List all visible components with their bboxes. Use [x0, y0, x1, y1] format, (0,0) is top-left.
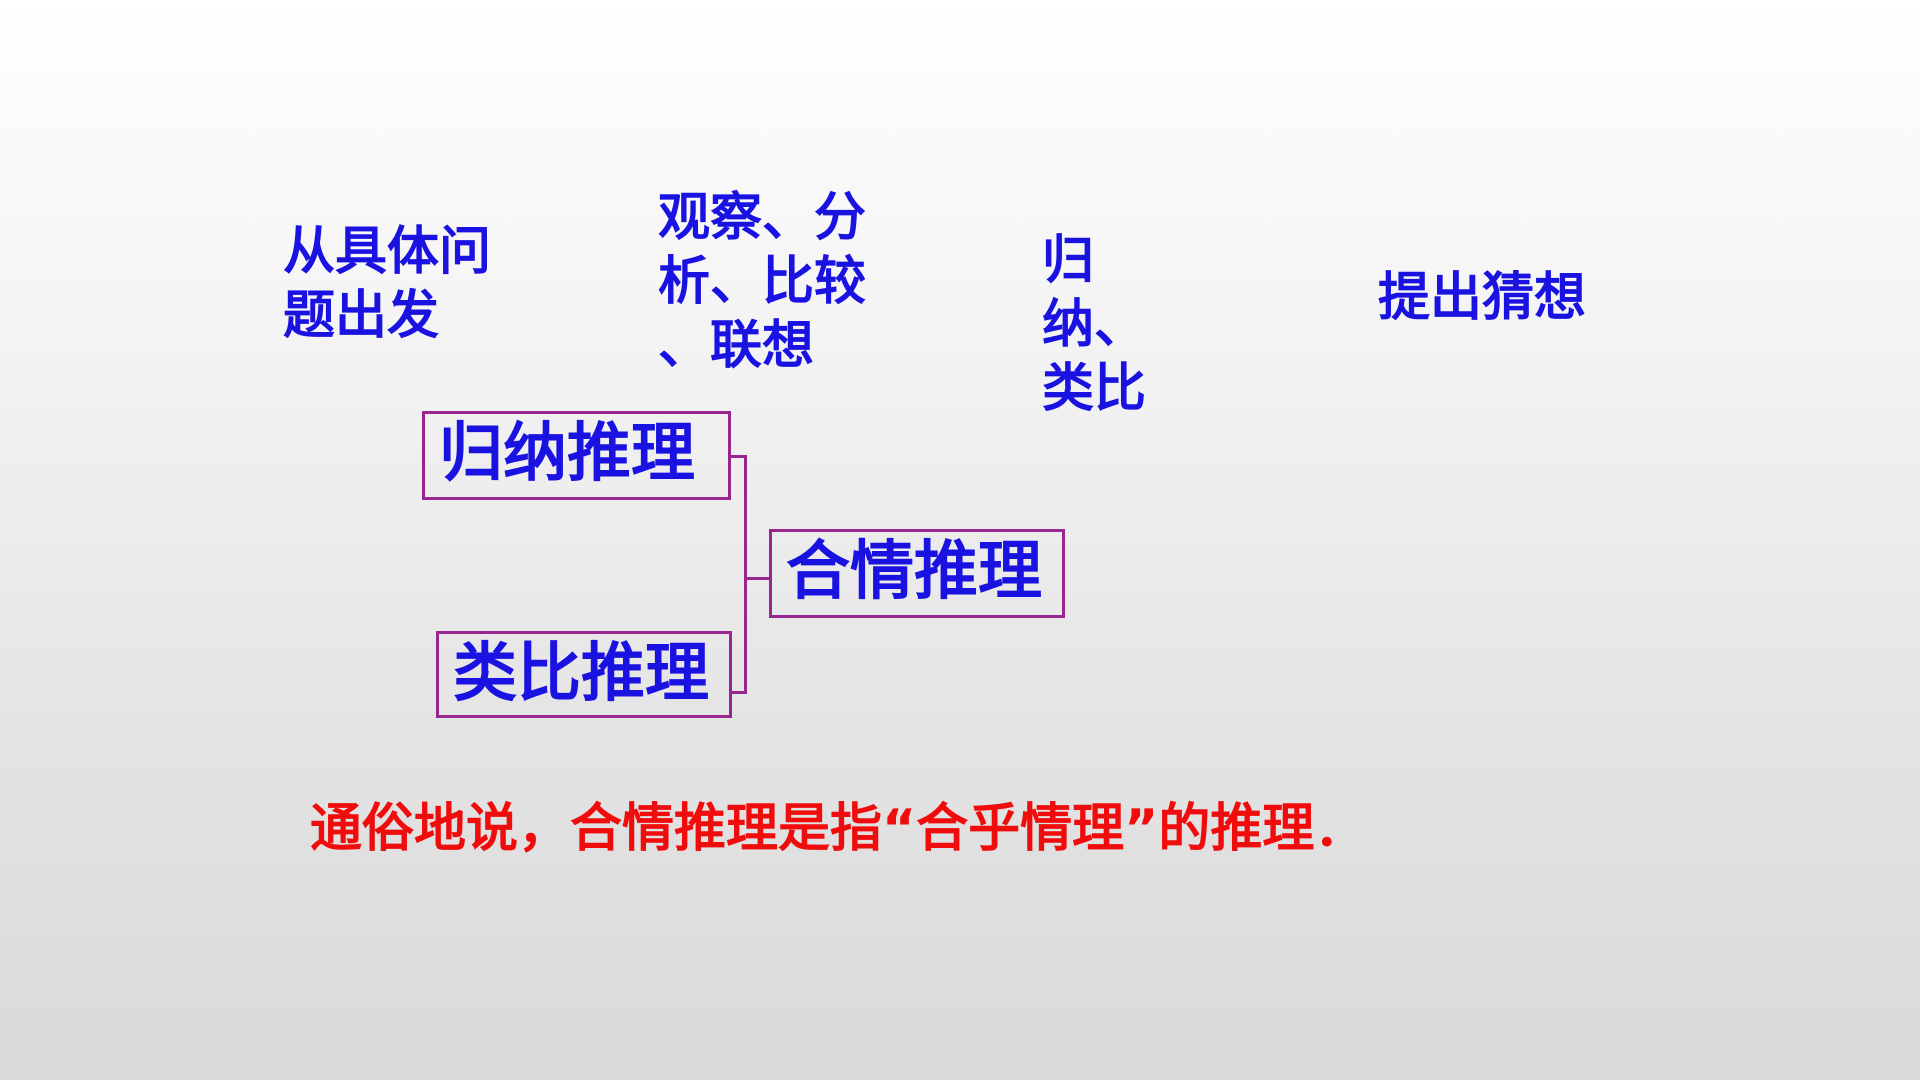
box-analogical-reasoning: 类比推理 — [436, 631, 732, 718]
step-induct-analogize: 归纳、 类比 — [1042, 231, 1147, 419]
connector-bracket — [744, 455, 747, 694]
box-plausible-reasoning: 合情推理 — [769, 529, 1065, 618]
connector-middle — [747, 577, 769, 580]
step-start-from-problem: 从具体问 题出发 — [283, 222, 492, 346]
connector-top — [731, 455, 747, 458]
connector-bottom — [732, 691, 747, 694]
caption-definition: 通俗地说，合情推理是指“合乎情理”的推理． — [310, 799, 1367, 859]
step-observe-analyze: 观察、分 析、比较 、联想 — [658, 188, 867, 376]
step-propose-conjecture: 提出猜想 — [1378, 268, 1587, 328]
box-inductive-reasoning: 归纳推理 — [422, 411, 731, 500]
